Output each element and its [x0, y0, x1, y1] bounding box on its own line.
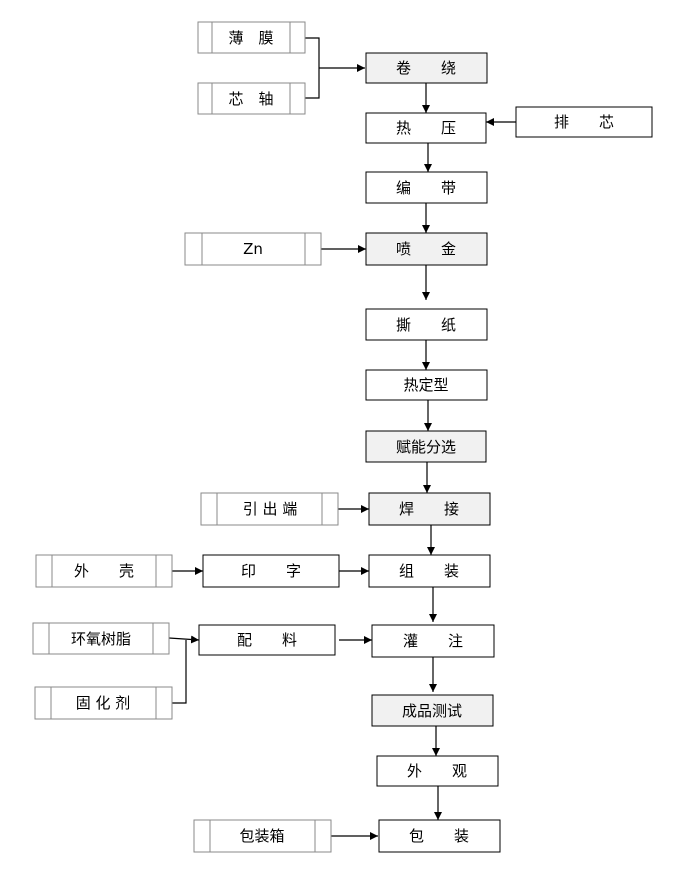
- input-zn: Zn: [184, 232, 322, 266]
- step-juanrao: 卷 绕: [365, 52, 488, 84]
- step-penjin-label: 喷 金: [396, 240, 456, 258]
- step-redingxing-label: 热定型: [403, 376, 448, 394]
- step-chengpin: 成品测试: [371, 694, 494, 727]
- step-biandai-label: 编 带: [396, 179, 456, 197]
- input-shuzhi-label: 环氧树脂: [71, 630, 131, 648]
- step-hanjie-label: 焊 接: [399, 500, 459, 518]
- input-zn-label: Zn: [243, 240, 263, 258]
- step-peiliao: 配 料: [198, 624, 336, 656]
- step-baozhuang: 包 装: [378, 819, 501, 853]
- step-reya-label: 热 压: [396, 119, 456, 137]
- step-guanzhu-label: 灌 注: [403, 632, 463, 650]
- step-funeng: 赋能分选: [365, 430, 487, 463]
- input-xinzhou-label: 芯 轴: [228, 90, 273, 108]
- connectors: [168, 37, 516, 840]
- arrow-shuzhi-peiliao: [168, 635, 200, 644]
- input-waike-label: 外 壳: [74, 562, 134, 580]
- step-biandai: 编 带: [365, 171, 488, 204]
- step-waiguan-label: 外 观: [407, 762, 467, 780]
- input-guhuaji-label: 固 化 剂: [76, 694, 131, 712]
- step-sizhi: 撕 纸: [365, 308, 488, 341]
- input-yinchuduan: 引 出 端: [200, 492, 339, 526]
- input-baozhuangxiang-label: 包装箱: [239, 827, 284, 845]
- step-penjin: 喷 金: [365, 232, 488, 266]
- step-zuzhuang: 组 装: [368, 554, 491, 588]
- step-funeng-label: 赋能分选: [396, 438, 456, 456]
- step-zuzhuang-label: 组 装: [399, 562, 459, 580]
- connector-bomo: [305, 37, 320, 99]
- step-juanrao-label: 卷 绕: [396, 59, 456, 77]
- connector-guhuaji: [172, 640, 187, 704]
- step-peiliao-label: 配 料: [237, 631, 297, 649]
- step-yinzi: 印 字: [202, 554, 340, 588]
- step-chengpin-label: 成品测试: [402, 702, 462, 720]
- step-reya: 热 压: [365, 112, 487, 144]
- step-waiguan: 外 观: [376, 755, 499, 787]
- input-guhuaji: 固 化 剂: [34, 686, 173, 720]
- input-bomo: 薄 膜: [197, 21, 306, 54]
- step-guanzhu: 灌 注: [371, 624, 495, 658]
- step-yinzi-label: 印 字: [241, 562, 301, 580]
- step-paixin-label: 排 芯: [554, 113, 614, 131]
- step-baozhuang-label: 包 装: [409, 827, 469, 845]
- step-sizhi-label: 撕 纸: [396, 316, 456, 334]
- input-waike: 外 壳: [35, 554, 173, 588]
- input-yinchuduan-label: 引 出 端: [243, 500, 298, 518]
- step-hanjie: 焊 接: [368, 492, 491, 526]
- input-bomo-label: 薄 膜: [228, 29, 273, 47]
- input-baozhuangxiang: 包装箱: [193, 819, 332, 853]
- input-xinzhou: 芯 轴: [197, 82, 306, 115]
- step-paixin: 排 芯: [515, 106, 653, 138]
- step-redingxing: 热定型: [365, 369, 488, 401]
- input-shuzhi: 环氧树脂: [32, 622, 170, 655]
